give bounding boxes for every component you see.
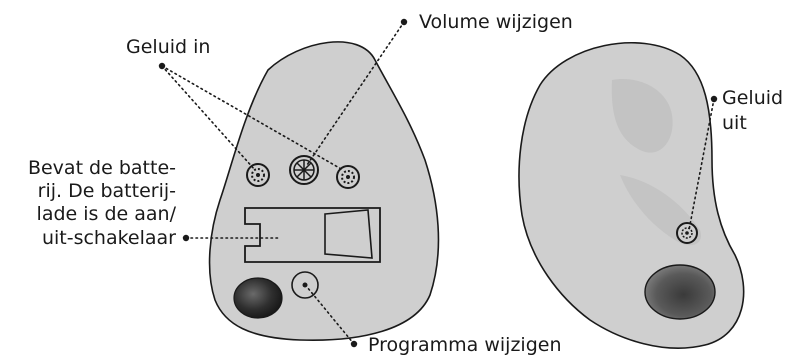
- label-program: Programma wijzigen: [368, 334, 562, 356]
- hearing-aid-side-view: [518, 42, 745, 349]
- microphone-port-left: [246, 163, 270, 187]
- microphone-port-right: [336, 165, 360, 189]
- sound-out-leader: [688, 98, 715, 231]
- label-sound-out-line1: Geluid: [722, 87, 783, 109]
- faceplate-shell: [208, 41, 440, 342]
- label-sound-out-line2: uit: [722, 112, 747, 134]
- sound-in-leader-left: [161, 65, 256, 171]
- label-volume: Volume wijzigen: [419, 11, 573, 33]
- side-shell-shading: [611, 79, 673, 153]
- label-sound-in: Geluid in: [126, 36, 210, 58]
- battery-drawer: [244, 207, 381, 263]
- label-battery-line4: uit-schakelaar: [42, 227, 176, 249]
- receiver-outlet: [676, 222, 698, 244]
- leader-lines: [158, 18, 718, 348]
- hearing-aid-faceplate: [208, 41, 440, 342]
- label-battery-line1: Bevat de batte-: [28, 157, 176, 179]
- volume-leader: [306, 21, 405, 166]
- program-leader: [306, 286, 355, 345]
- program-button: [291, 271, 319, 299]
- volume-wheel: [289, 155, 319, 185]
- vent-opening: [233, 277, 283, 319]
- label-battery-line2: rij. De batterij-: [38, 180, 176, 202]
- canal-opening: [644, 264, 716, 320]
- label-battery-line3: lade is de aan/: [37, 203, 177, 225]
- sound-in-leader-right: [161, 65, 344, 171]
